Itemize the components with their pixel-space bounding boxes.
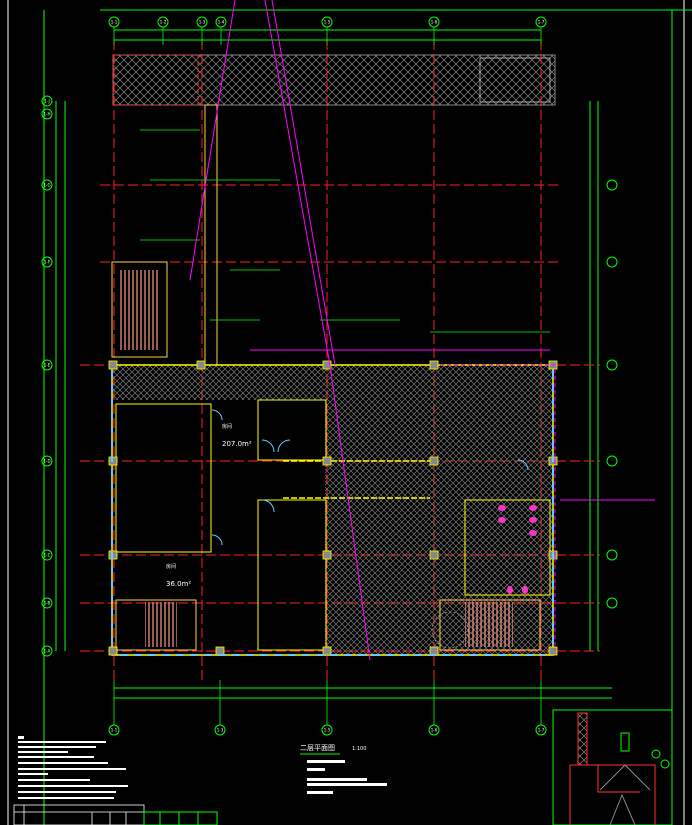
stair-swing [431,611,469,649]
bottom-axis-bubbles [108,724,547,736]
doors [211,409,529,546]
corridor-hatch [112,365,325,400]
atrium-hatch [325,365,553,655]
toilet-block-top [479,57,551,103]
stair-right [465,602,513,647]
canopy-left-zone [112,54,199,106]
axis-label: 1-A [44,649,51,654]
stair-right-wall [439,599,541,651]
toilet-room [464,499,551,596]
room-left [115,403,212,553]
upper-stair-wall [111,261,168,358]
upper-corridor-wall [204,104,218,366]
column-axis-bubbles [108,16,547,28]
drawing-scale: 1:100 [352,746,366,752]
curtain-wall [111,370,554,656]
drawing-title: 二层平面图 [300,744,335,752]
axis-label: 1-7 [538,728,545,733]
canopy-hatch [112,54,556,106]
axis-label: 1-5 [324,20,331,25]
axis-label: 1-6 [431,728,438,733]
room-name-label: 房间 [166,563,176,570]
axis-extension [113,27,542,725]
row-axis-bubbles [41,95,618,657]
axis-label: 1-H [44,112,51,117]
section-detail [552,709,673,825]
upper-annotations [140,129,550,333]
stair-left [145,602,177,647]
room-area-label: 36.0m² [166,580,191,588]
room-name-label: 房间 [222,423,232,430]
drawing-notes-right [307,760,387,794]
axis-label: 1-4 [218,20,225,25]
axis-label: 1-2 [160,20,167,25]
axis-label: 1-B [44,601,51,606]
room-area-label: 207.0m² [222,440,252,448]
axis-label: 1-6 [431,20,438,25]
dimension-lines [55,29,612,699]
stair-left-wall [115,599,197,651]
room-center-top [257,399,327,461]
axis-label: 1-1 [111,20,118,25]
axis-label: 1-3 [217,728,224,733]
axis-label: 1-D [43,459,50,464]
axis-label: 1-C [44,553,51,558]
upper-stair [118,270,160,350]
toilet-fixtures [498,505,537,594]
guide-lines [189,0,655,661]
axis-label: 1-3 [199,20,206,25]
room-center-bottom [257,499,327,651]
axis-label: 1-J [44,99,49,104]
general-notes [18,736,128,799]
axis-label: 1-G [43,183,50,188]
revision-table [143,811,218,825]
title-block [13,804,145,825]
axis-label: 1-E [44,363,51,368]
axis-label: 1-5 [324,728,331,733]
axis-label: 1-1 [111,728,118,733]
axis-label: 1-F [44,260,51,265]
axis-label: 1-7 [538,20,545,25]
